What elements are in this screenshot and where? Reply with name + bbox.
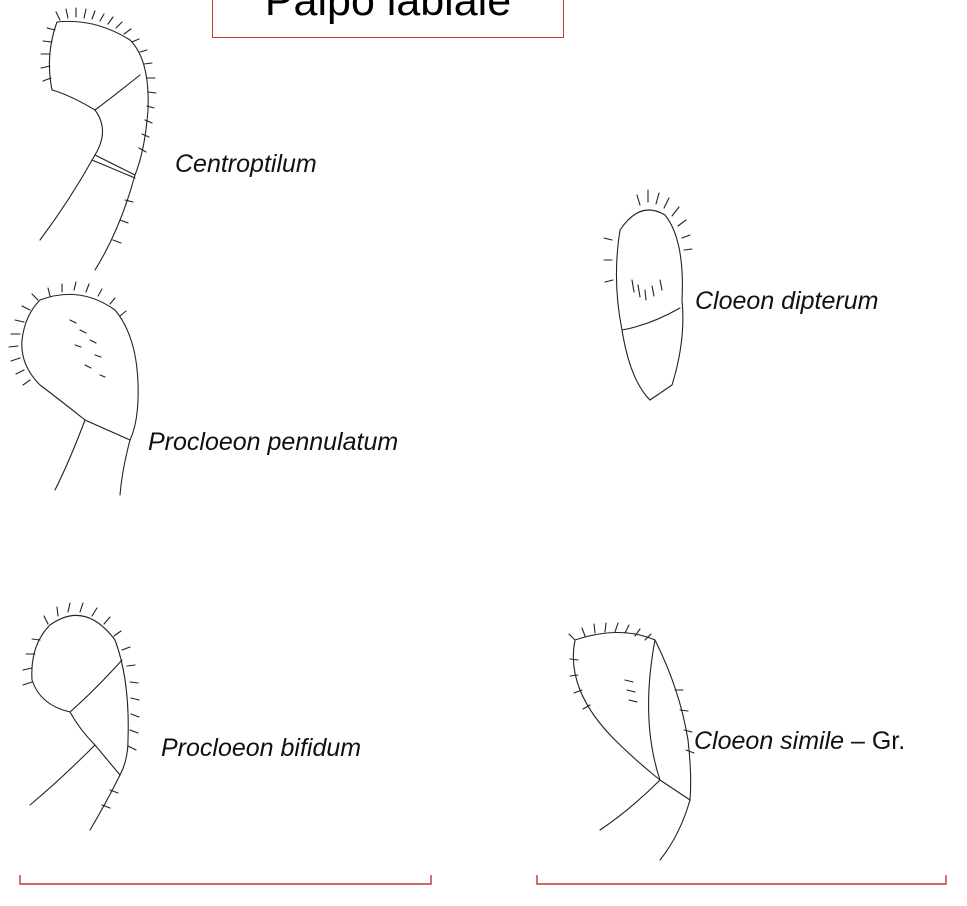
- right-group-bracket: [537, 875, 946, 884]
- left-group-bracket: [20, 875, 431, 884]
